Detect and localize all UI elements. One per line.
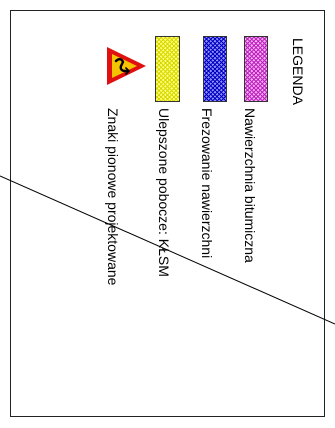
warning-sign-icon <box>107 47 146 85</box>
legend-label-signs: Znaki pionowe projektowane <box>105 108 121 286</box>
legend-title: LEGENDA <box>290 38 306 105</box>
legend-swatch-milling <box>203 36 227 102</box>
legend-swatch-bituminous <box>244 36 268 102</box>
legend-label-shoulder: Ulepszone pobocze: KŁSM <box>156 108 172 277</box>
legend-label-bituminous: Nawierzchnia bitumiczna <box>242 108 258 263</box>
legend-label-milling: Frezowanie nawierzchni <box>199 108 215 259</box>
legend-swatch-shoulder <box>155 36 180 102</box>
